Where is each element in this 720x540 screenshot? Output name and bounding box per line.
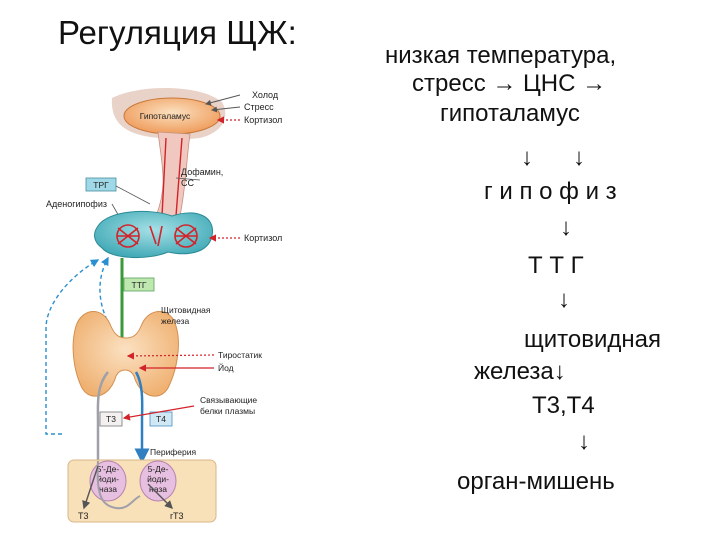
t3-box-label: Т3	[106, 414, 116, 424]
scheme-thyroid-2: железа↓	[474, 358, 566, 385]
scheme-line-3: гипоталамус	[440, 100, 580, 127]
deiodinase-2-line-2: йоди-	[147, 474, 169, 484]
binding-label-2: белки плазмы	[200, 406, 255, 416]
scheme-tsh: Т Т Г	[528, 252, 584, 279]
cortisol-top-label: Кортизол	[244, 115, 282, 125]
dopamine-label: Дофамин,	[181, 167, 223, 177]
t3-box	[99, 411, 123, 427]
cold-label: Холод	[252, 90, 279, 100]
thyroid-label-1: Щитовидная	[161, 305, 211, 315]
ss-label: СС	[181, 178, 194, 188]
scheme-arrow-2: ↓	[560, 214, 572, 241]
scheme-arrow-3: ↓	[558, 286, 570, 313]
scheme-hormones: Т3,Т4	[532, 392, 595, 419]
t3-out-label: Т3	[78, 511, 89, 521]
slide-title: Регуляция ЩЖ:	[58, 14, 297, 51]
ttg-box	[123, 277, 155, 292]
deiodinase-2-line-1: 5-Де-	[148, 464, 169, 474]
thyrostatics-label: Тиростатик	[218, 350, 262, 360]
scheme-arrows-1: ↓ ↓	[521, 144, 586, 171]
deiodinase-2-shape	[139, 460, 177, 502]
stress-label: Стресс	[244, 102, 274, 112]
trg-box	[85, 177, 117, 192]
hypothalamus-label: Гипоталамус	[140, 111, 191, 121]
t4-box-label: Т4	[156, 414, 166, 424]
deiodinase-1-line-1: 5'-Де-	[97, 464, 120, 474]
rt3-out-label: rТ3	[170, 511, 184, 521]
scheme-arrow-4: ↓	[578, 428, 590, 455]
scheme-line-2: стресс → ЦНС →	[412, 70, 607, 97]
scheme-target: орган-мишень	[457, 468, 615, 495]
deiodinase-1-line-2: йоди-	[97, 474, 119, 484]
binding-label-1: Связывающие	[200, 395, 257, 405]
ttg-label: ТТГ	[132, 280, 147, 290]
feedback-dashed-line	[45, 259, 100, 435]
thyroid-regulation-diagram: Гипоталамус Холод Стресс Кортизол Дофами…	[45, 87, 282, 523]
trg-label: ТРГ	[93, 180, 109, 190]
cortisol-mid-label: Кортизол	[244, 233, 282, 243]
iodine-label: Йод	[218, 362, 234, 373]
scheme-thyroid-1: щитовидная	[524, 326, 661, 353]
scheme-pituitary: г и п о ф и з	[484, 178, 617, 205]
deiodinase-2-line-3: наза	[149, 484, 167, 494]
thyroid-label-2: железа	[161, 316, 190, 326]
scheme-line-1: низкая температура,	[385, 42, 617, 69]
adenohypophysis-label: Аденогипофиз	[46, 199, 107, 209]
deiodinase-1-line-3: наза	[99, 484, 117, 494]
periphery-label: Периферия	[150, 447, 197, 457]
thyroid-shape	[72, 311, 179, 397]
